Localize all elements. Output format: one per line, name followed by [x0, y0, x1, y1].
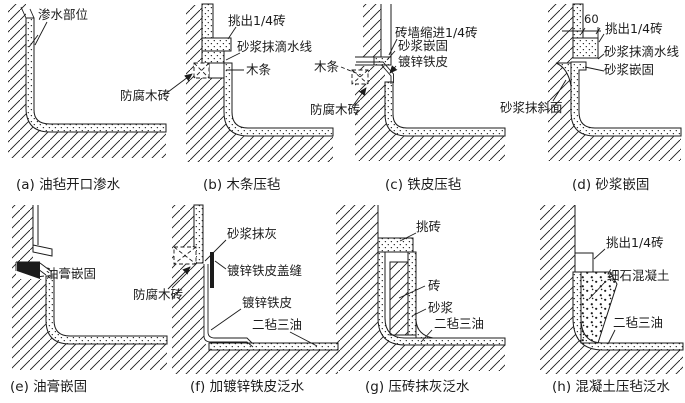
upper-wall-face [32, 205, 39, 245]
label-fine-stone-concrete: 细石混凝土 [607, 268, 670, 283]
label-overhang-quarter-brick: 挑出1/4砖 [606, 235, 664, 250]
dimension-60: 60 [562, 12, 601, 38]
label-mortar-drip-line: 砂浆抹滴水线 [604, 44, 680, 59]
mortar-plaster-strip [193, 204, 204, 264]
mortar-drip-course [201, 50, 225, 64]
label-antiseptic-wood-brick: 防腐木砖 [120, 88, 170, 103]
label-antiseptic-wood-brick: 防腐木砖 [133, 287, 183, 302]
overhang-brick-course [201, 37, 232, 52]
caption-g: (g) 压砖抹灰泛水 [365, 379, 470, 395]
cap-flap [32, 244, 53, 257]
label-overhang-quarter-brick: 挑出1/4砖 [228, 13, 286, 28]
label-oil-paste-fix: 油膏嵌固 [46, 266, 96, 281]
label-mortar-slope: 砂浆抹斜面 [500, 100, 563, 115]
caption-b: (b) 木条压毡 [203, 176, 280, 193]
label-overhang-brick: 挑砖 [416, 219, 441, 234]
recessed-upper-wall [380, 4, 392, 57]
fine-aggregate-concrete [580, 271, 618, 344]
label-galvanized-iron: 镀锌铁皮 [398, 54, 448, 69]
galvanized-iron-flashing [203, 264, 254, 348]
label-mortar-drip-line: 砂浆抹滴水线 [237, 39, 313, 54]
overhang-brick-cap [377, 237, 414, 253]
mortar-fillet [415, 319, 434, 339]
panel-d-mortar-fixed-felt: 60 挑出1/4砖 砂浆抹滴水线 砂浆嵌固 砂浆抹斜面 (d) 砂浆嵌固 [500, 3, 682, 193]
caption-f: (f) 加镀锌铁皮泛水 [190, 378, 305, 395]
panel-c-iron-sheet-pressed-felt: 砖墙缩进1/4砖 砂浆嵌固 镀锌铁皮 木条 防腐木砖 (c) 铁皮压毡 [310, 4, 506, 193]
label-wood-batten: 木条 [314, 59, 340, 74]
panel-b-batten-pressed-felt: 挑出1/4砖 砂浆抹滴水线 木条 防腐木砖 (b) 木条压毡 [120, 3, 334, 193]
label-mortar-fix: 砂浆嵌固 [604, 62, 654, 77]
dim-value: 60 [584, 12, 599, 26]
label-antiseptic-wood-brick: 防腐木砖 [310, 102, 360, 117]
galvanized-iron-flashing [356, 61, 394, 84]
felt-membrane [223, 62, 334, 137]
felt-membrane [45, 275, 168, 345]
label-mortar-fix: 砂浆嵌固 [398, 38, 448, 53]
label-two-felt-three-oil: 二毡三油 [613, 315, 663, 330]
label-seepage-area: 渗水部位 [38, 7, 88, 22]
felt-membrane [25, 17, 167, 133]
label-brick: 砖 [428, 278, 441, 293]
caption-a: (a) 油毡开口渗水 [16, 177, 121, 193]
panel-a-felt-open-seepage: 渗水部位 (a) 油毡开口渗水 [8, 4, 167, 193]
felt-two-ply [208, 342, 339, 351]
label-mortar: 砂浆 [428, 300, 454, 315]
label-iron-cover-seam: 镀锌铁皮盖缝 [227, 263, 302, 278]
label-two-felt-three-oil: 二毡三油 [252, 317, 302, 332]
caption-d: (d) 砂浆嵌固 [572, 177, 649, 193]
label-wall-recess-quarter-brick: 砖墙缩进1/4砖 [395, 25, 478, 40]
caption-c: (c) 铁皮压毡 [385, 177, 461, 193]
iron-cover-seam-strip [210, 252, 214, 288]
panel-e-oil-paste-fixed-felt: 油膏嵌固 (e) 油膏嵌固 [10, 205, 168, 395]
oil-paste [17, 262, 40, 279]
seepage-leader [28, 21, 48, 48]
upright-brick [389, 261, 409, 336]
label-overhang-quarter-brick: 挑出1/4砖 [605, 21, 663, 36]
label-mortar-plaster: 砂浆抹灰 [227, 226, 277, 241]
overhang-quarter-brick [574, 252, 594, 273]
felt-membrane [384, 81, 506, 137]
felt-membrane [570, 61, 682, 137]
panel-h-concrete-pressed-felt-flashing: 挑出1/4砖 细石混凝土 二毡三油 (h) 混凝土压毡泛水 [540, 205, 684, 395]
panel-f-galvanized-iron-flashing: 砂浆抹灰 镀锌铁皮盖缝 镀锌铁皮 二毡三油 防腐木砖 (f) 加镀锌铁皮泛水 [133, 204, 339, 395]
caption-e: (e) 油膏嵌固 [10, 378, 87, 395]
caption-h: (h) 混凝土压毡泛水 [552, 379, 670, 395]
parapet-wall [201, 3, 214, 39]
wood-batten [208, 62, 225, 79]
panel-g-brick-pressed-plaster-flashing: 挑砖 砖 砂浆 二毡三油 (g) 压砖抹灰泛水 [336, 205, 506, 395]
label-wood-batten: 木条 [246, 62, 272, 77]
felt-membrane [377, 251, 506, 346]
label-two-felt-three-oil: 二毡三油 [434, 316, 484, 331]
mortar-slope [555, 62, 572, 87]
overhang-brick-course [572, 37, 599, 59]
felt-open-top [20, 6, 35, 19]
label-galvanized-iron: 镀锌铁皮 [242, 295, 292, 310]
